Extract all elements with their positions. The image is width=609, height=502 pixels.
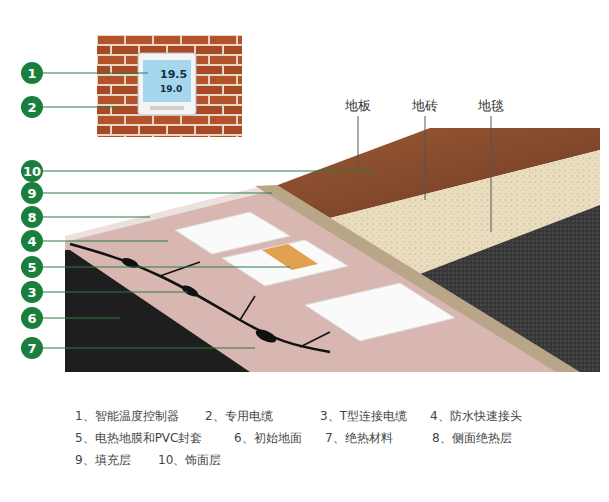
- callout-number: 6: [27, 312, 36, 325]
- heating-film: [222, 240, 348, 286]
- callout-circle: 5: [21, 256, 43, 278]
- legend-item: 10、饰面层: [158, 452, 221, 469]
- display-reading: 19.5: [160, 68, 187, 81]
- legend-item: 6、初始地面: [234, 430, 302, 447]
- callout-number: 1: [27, 67, 36, 80]
- display-reading: 19.0: [160, 84, 182, 94]
- callout-number: 5: [27, 261, 36, 274]
- callout-number: 9: [27, 187, 36, 200]
- floor-label: 地砖: [412, 97, 438, 115]
- copper-strip: [262, 244, 318, 270]
- floor-label: 地板: [345, 97, 371, 115]
- legend-item: 1、智能温度控制器: [75, 408, 179, 425]
- cable-branch: [160, 262, 330, 347]
- legend-item: 7、绝热材料: [325, 430, 393, 447]
- connector: [180, 283, 200, 299]
- legend-item: 4、防水快速接头: [430, 408, 522, 425]
- callout-circle: 1: [21, 62, 43, 84]
- legend-item: 3、T型连接电缆: [320, 408, 407, 425]
- callout-circle: 6: [21, 307, 43, 329]
- callout-number: 2: [27, 101, 36, 114]
- floor-leaders: [358, 116, 491, 232]
- legend-item: 8、侧面绝热层: [432, 430, 512, 447]
- callout-number: 7: [27, 342, 36, 355]
- callout-circle: 10: [21, 160, 43, 182]
- callout-number: 8: [27, 211, 36, 224]
- cable: [70, 244, 330, 352]
- legend-item: 2、专用电缆: [205, 408, 273, 425]
- callout-circle: 8: [21, 206, 43, 228]
- legend-item: 9、填充层: [75, 452, 131, 469]
- callout-circle: 9: [21, 182, 43, 204]
- callout-circle: 7: [21, 337, 43, 359]
- leader-lines: [43, 73, 375, 348]
- thermostat-screen: [143, 60, 191, 102]
- callout-number: 4: [27, 235, 36, 248]
- callout-number: 10: [23, 165, 41, 178]
- floor-label: 地毯: [478, 97, 504, 115]
- brick-wall: [97, 35, 242, 137]
- connector: [254, 327, 278, 345]
- connector: [120, 256, 140, 270]
- callout-circle: 4: [21, 230, 43, 252]
- callout-number: 3: [27, 286, 36, 299]
- callout-circle: 3: [21, 281, 43, 303]
- legend-item: 5、电热地膜和PVC封套: [75, 430, 202, 447]
- thermostat: [138, 53, 196, 115]
- callout-circle: 2: [21, 96, 43, 118]
- thermostat-buttons: [150, 106, 184, 110]
- carpet: [420, 205, 600, 372]
- fill-layer: [255, 185, 580, 372]
